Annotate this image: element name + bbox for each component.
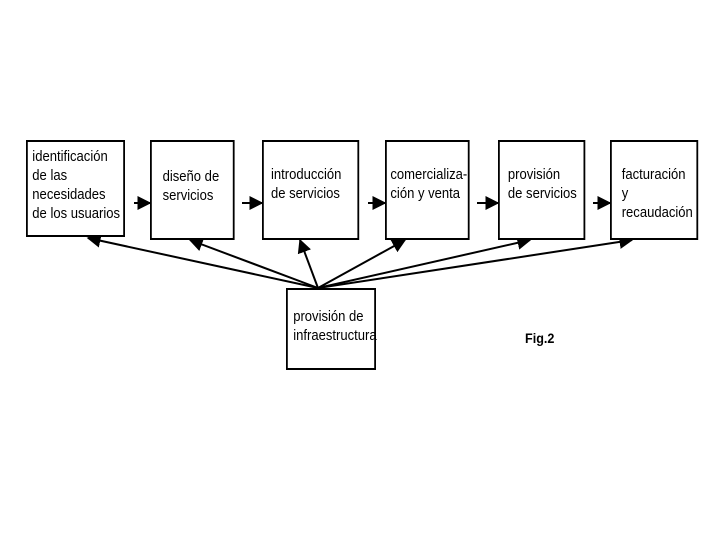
stage-box-comercializacion: comercializa- ción y venta bbox=[385, 140, 470, 240]
stage-box-provision-servicios: provisión de servicios bbox=[498, 140, 586, 240]
stage-label-comercializacion: comercializa- ción y venta bbox=[390, 167, 468, 202]
stage-label-diseno: diseño de servicios bbox=[162, 169, 220, 204]
hub-arrow-to-introduccion bbox=[297, 238, 319, 289]
stage-box-identificacion: identificación de las necesidades de los… bbox=[26, 140, 125, 237]
stage-label-facturacion: facturación y recaudación bbox=[621, 167, 693, 221]
stage-box-diseno: diseño de servicios bbox=[150, 140, 235, 240]
figure-label: Fig.2 bbox=[525, 330, 555, 346]
stage-label-provision-servicios: provisión de servicios bbox=[507, 167, 577, 202]
stage-label-introduccion: introducción de servicios bbox=[271, 167, 342, 202]
stage-box-introduccion: introducción de servicios bbox=[262, 140, 360, 240]
hub-arrow-to-diseno bbox=[188, 237, 319, 289]
hub-arrow-to-identificacion bbox=[86, 233, 319, 289]
stage-box-facturacion: facturación y recaudación bbox=[610, 140, 699, 240]
stage-label-identificacion: identificación de las necesidades de los… bbox=[32, 149, 121, 222]
hub-arrow-to-comercializacion bbox=[317, 239, 407, 289]
hub-label-infraestructura: provisión de infraestructura bbox=[293, 309, 377, 344]
hub-arrow-to-facturacion bbox=[317, 234, 634, 289]
hub-box-infraestructura: provisión de infraestructura bbox=[286, 288, 377, 370]
hub-arrow-to-provision-servicios bbox=[317, 235, 532, 289]
